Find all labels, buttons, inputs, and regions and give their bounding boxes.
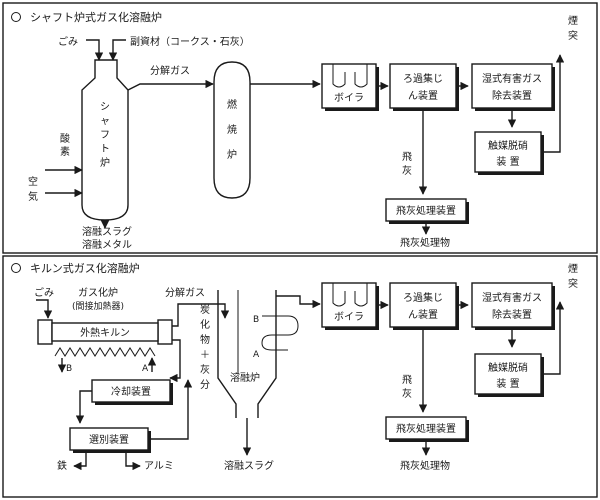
s2-melt-b: B xyxy=(253,315,259,325)
s2-wet-label-2: 除去装置 xyxy=(492,308,532,321)
s1-oxygen-label-2: 素 xyxy=(60,145,70,158)
s1-boiler-tubes xyxy=(332,64,368,88)
s1-garbage-label: ごみ xyxy=(58,35,78,48)
s2-sorter-return-arrow xyxy=(148,379,193,440)
melting-furnace-coil xyxy=(261,315,299,351)
s2-wet-label-1: 湿式有害ガス xyxy=(482,291,542,304)
s2-garbage-arrow xyxy=(36,299,53,319)
s2-melt-to-boiler-arrow xyxy=(276,295,321,309)
s1-oxygen-label-1: 酸 xyxy=(60,132,70,145)
s1-wet-label-1: 湿式有害ガス xyxy=(482,72,542,85)
s1-decomp-gas-arrow xyxy=(127,79,214,91)
s2-flyash-box-label: 飛灰処理装置 xyxy=(396,422,456,435)
s2-chimney-label-2: 突 xyxy=(568,277,578,290)
s2-cooler-to-sorter-arrow xyxy=(75,390,92,424)
s2-char-4: ＋ xyxy=(200,350,210,361)
kiln-right-cap xyxy=(157,319,173,345)
s2-iron-label: 鉄 xyxy=(57,459,67,472)
shaft-char-1: シ xyxy=(100,102,110,113)
shaft-char-5: 炉 xyxy=(100,157,110,169)
comb-char-1: 燃 xyxy=(227,98,237,111)
comb-char-2: 焼 xyxy=(227,124,237,136)
section2-title: キルン式ガス化溶融炉 xyxy=(30,261,140,275)
s1-wet-label-2: 除去装置 xyxy=(492,89,532,102)
s2-cat-label-1: 触媒脱硝 xyxy=(488,361,528,374)
s2-slag-label: 溶融スラグ xyxy=(224,459,274,472)
s1-slag-label: 溶融スラグ xyxy=(82,225,132,238)
kiln-heating-coil xyxy=(54,347,156,357)
s2-cat-to-chimney-arrow xyxy=(541,301,565,375)
s1-submaterials-label: 副資材（コークス・石灰） xyxy=(130,35,250,48)
shaft-char-4: ト xyxy=(100,144,110,155)
s2-melt-a: A xyxy=(253,350,260,360)
s2-gasifier-label: ガス化炉 xyxy=(78,286,118,299)
s2-sorter-label: 選別装置 xyxy=(89,433,129,446)
section-shaft-furnace: シャフト炉式ガス化溶融炉 ごみ 副資材（コークス・石灰） シ ャ フ ト 炉 酸… xyxy=(2,2,598,254)
s1-filter-label-1: ろ過集じ xyxy=(403,72,443,85)
s2-char-2: 化 xyxy=(200,318,210,331)
s1-decomp-gas-label: 分解ガス xyxy=(150,64,190,77)
s1-cat-label-1: 触媒脱硝 xyxy=(488,139,528,152)
kiln-left-cap xyxy=(37,319,53,345)
shaft-char-3: フ xyxy=(100,130,110,141)
section1-frame xyxy=(2,2,598,254)
s2-char-6: 分 xyxy=(200,379,210,391)
s2-aluminum-label: アルミ xyxy=(144,461,174,472)
s2-char-1: 炭 xyxy=(200,304,210,316)
section1-bullet xyxy=(11,12,21,22)
s2-aluminum-arrow xyxy=(125,450,141,471)
s1-metal-label: 溶融メタル xyxy=(82,238,132,251)
section-kiln-furnace: キルン式ガス化溶融炉 ごみ ガス化炉 (間接加熱器) 外熱キルン B A 分解ガ… xyxy=(2,255,598,498)
shaft-char-2: ャ xyxy=(100,116,110,127)
s2-filter-label-2: ん装置 xyxy=(408,308,438,321)
s1-garbage-arrow xyxy=(86,39,104,61)
section2-bullet xyxy=(11,263,21,273)
s2-port-b: B xyxy=(66,364,72,374)
s2-chimney-label-1: 煙 xyxy=(568,263,578,275)
s2-melt-furnace-label: 溶融炉 xyxy=(230,371,260,384)
s1-flyash-product-label: 飛灰処理物 xyxy=(400,236,450,249)
s1-flyash-box-label: 飛灰処理装置 xyxy=(396,204,456,217)
s1-boiler-label: ボイラ xyxy=(334,92,364,104)
s1-cat-label-2: 装 置 xyxy=(496,155,519,168)
section1-title: シャフト炉式ガス化溶融炉 xyxy=(30,10,162,24)
s2-decomp-gas-label: 分解ガス xyxy=(165,286,205,299)
s1-submaterials-arrow xyxy=(108,39,126,61)
s2-kiln-label: 外熱キルン xyxy=(80,326,130,339)
section2-frame xyxy=(2,255,598,498)
s1-filter-label-2: ん装置 xyxy=(408,89,438,102)
s2-flyash-product-label: 飛灰処理物 xyxy=(400,459,450,472)
s1-chimney-label-2: 突 xyxy=(568,29,578,42)
s1-flyash-label-2: 灰 xyxy=(402,164,412,177)
s2-filter-label-1: ろ過集じ xyxy=(403,291,443,304)
s2-cooler-label: 冷却装置 xyxy=(111,385,151,398)
s1-flyash-label-1: 飛 xyxy=(402,151,412,163)
s1-air-label-1: 空 xyxy=(28,175,38,188)
comb-char-3: 炉 xyxy=(227,149,237,161)
s2-iron-arrow xyxy=(73,450,87,471)
s2-flyash-label-2: 灰 xyxy=(402,387,412,400)
s2-cat-box xyxy=(474,353,542,395)
s2-boiler-label: ボイラ xyxy=(334,311,364,323)
s2-flyash-label-1: 飛 xyxy=(402,374,412,386)
s2-indirect-label: (間接加熱器) xyxy=(72,300,124,312)
s2-char-5: 灰 xyxy=(200,363,210,376)
s2-port-a: A xyxy=(142,364,149,374)
s1-air-label-2: 気 xyxy=(28,190,38,203)
s1-chimney-label-1: 煙 xyxy=(568,15,578,27)
s2-boiler-tubes xyxy=(332,283,368,307)
s1-wet-box xyxy=(471,63,553,109)
combustion-furnace xyxy=(213,61,251,199)
s2-kiln-to-cooler-arrow xyxy=(169,339,181,383)
s2-garbage-label: ごみ xyxy=(34,286,54,299)
melting-furnace xyxy=(217,290,277,418)
s1-cat-to-chimney-arrow xyxy=(541,54,565,153)
s2-cat-label-2: 装 置 xyxy=(496,377,519,390)
s2-wet-box xyxy=(471,282,553,328)
kiln-body xyxy=(51,322,159,342)
s2-decomp-gas-arrow xyxy=(172,303,230,327)
s2-char-3: 物 xyxy=(200,333,210,346)
